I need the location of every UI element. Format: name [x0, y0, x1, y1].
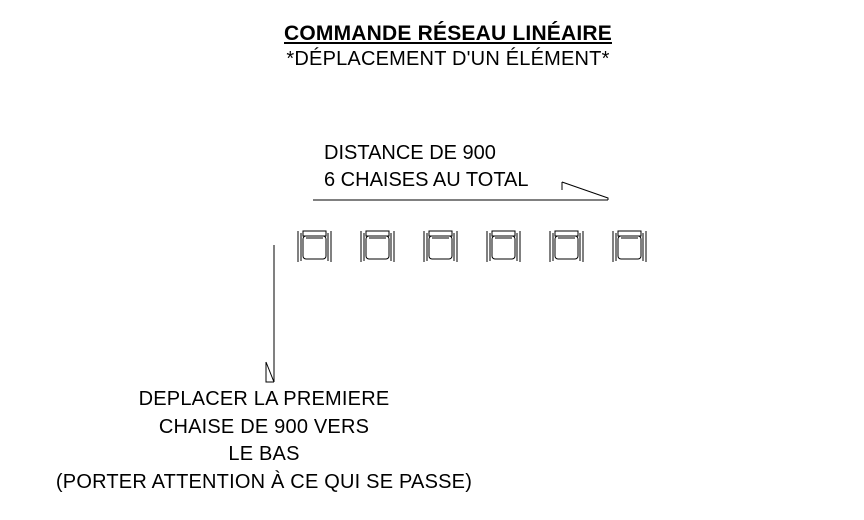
chairs-row	[297, 230, 647, 262]
chair-1	[297, 230, 332, 262]
chair-seat	[491, 235, 516, 260]
chair-seat	[617, 235, 642, 260]
chair-2	[360, 230, 395, 262]
note-line-1: DEPLACER LA PREMIERE	[138, 388, 390, 410]
top-leader	[313, 181, 609, 201]
note-line-3: LE BAS	[228, 443, 300, 465]
chair-backrest	[365, 230, 390, 237]
bottom-leader-arrow-diag	[265, 361, 275, 383]
chair-seat	[428, 235, 453, 260]
chair-backrest	[491, 230, 516, 237]
chair-seat	[302, 235, 327, 260]
drawing-title: COMMANDE RÉSEAU LINÉAIRE	[284, 22, 612, 45]
chair-5	[549, 230, 584, 262]
chair-backrest	[554, 230, 579, 237]
bottom-leader-arrowhead	[265, 362, 274, 383]
chair-seat	[554, 235, 579, 260]
note-line-2: CHAISE DE 900 VERS	[158, 416, 370, 438]
chair-backrest	[428, 230, 453, 237]
chair-seat	[365, 235, 390, 260]
drawing-subtitle: *DÉPLACEMENT D'UN ÉLÉMENT*	[286, 48, 610, 70]
chair-backrest	[617, 230, 642, 237]
chair-6	[612, 230, 647, 262]
chair-4	[486, 230, 521, 262]
chair-count-label: 6 CHAISES AU TOTAL	[324, 169, 529, 191]
chair-3	[423, 230, 458, 262]
note-line-4: (PORTER ATTENTION À CE QUI SE PASSE)	[55, 471, 473, 493]
distance-label: DISTANCE DE 900	[324, 142, 496, 164]
bottom-leader	[265, 245, 275, 383]
chair-backrest	[302, 230, 327, 237]
top-leader-arrowhead	[561, 181, 609, 200]
